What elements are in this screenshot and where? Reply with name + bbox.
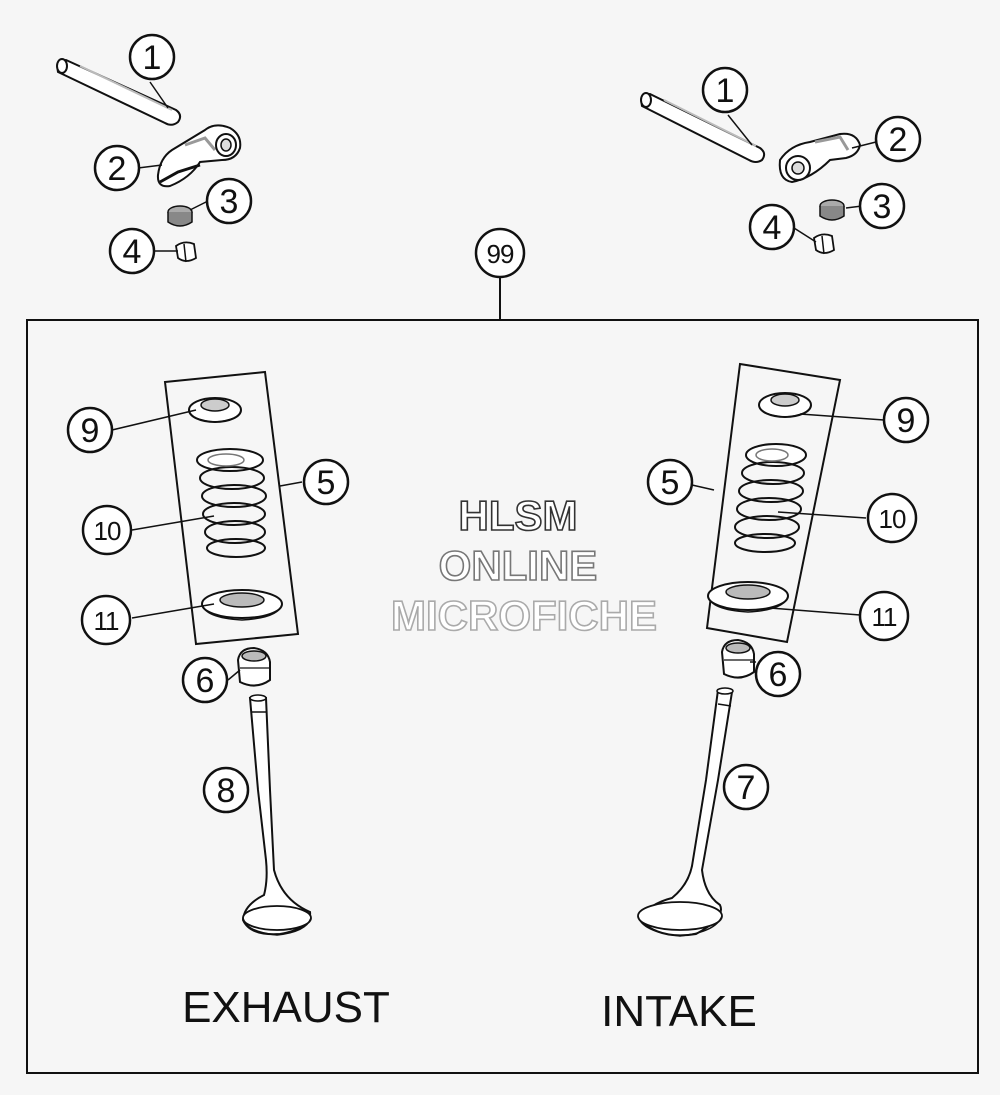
exhaust-rocker-shaft [56,58,182,126]
exhaust-spring-retainer [188,397,242,423]
svg-text:5: 5 [317,464,336,502]
svg-text:4: 4 [123,233,142,271]
exhaust-valve-spring [196,448,267,558]
svg-text:9: 9 [897,402,916,440]
svg-text:1: 1 [716,72,735,110]
intake-valve-cap [819,199,845,221]
svg-text:8: 8 [217,772,236,810]
intake-spring-kit-box [705,362,842,644]
callout-intake-3: 3 [858,182,906,230]
callout-intake-6: 6 [754,650,802,698]
intake-valve [637,687,734,937]
callout-assembly-99: 99 [474,227,526,279]
svg-text:11: 11 [94,606,120,636]
svg-text:3: 3 [873,188,892,226]
svg-text:1: 1 [143,39,162,77]
intake-spring-retainer [758,392,812,418]
exhaust-spring-seat [201,589,283,621]
callout-intake-9: 9 [882,396,930,444]
svg-text:9: 9 [81,412,100,450]
intake-stem-seal [720,638,755,679]
intake-valve-spring [734,443,807,553]
svg-text:3: 3 [220,183,239,221]
callout-exhaust-3: 3 [205,177,253,225]
callout-intake-7: 7 [722,763,770,811]
callout-exhaust-2: 2 [93,144,141,192]
svg-text:99: 99 [487,239,514,269]
callout-exhaust-9: 9 [66,406,114,454]
watermark: HLSM ONLINE MICROFICHE [390,491,658,640]
callout-exhaust-4: 4 [108,227,156,275]
watermark-line-1: HLSM [459,492,578,539]
exhaust-label: EXHAUST [182,983,390,1032]
exhaust-rocker-arm [156,124,242,188]
svg-text:6: 6 [769,656,788,694]
callout-exhaust-10: 10 [81,504,133,556]
svg-text:7: 7 [737,769,756,807]
callout-exhaust-5: 5 [302,458,350,506]
exhaust-stem-seal [236,646,271,687]
callout-intake-11: 11 [858,590,910,642]
callout-intake-5: 5 [646,458,694,506]
exhaust-valve [241,694,312,936]
intake-rocker-arm [778,132,862,184]
callout-intake-4: 4 [748,203,796,251]
svg-text:2: 2 [889,121,908,159]
intake-label: INTAKE [601,987,757,1036]
callout-exhaust-11: 11 [80,594,132,646]
svg-text:4: 4 [763,209,782,247]
callout-intake-1: 1 [701,66,749,114]
callout-exhaust-6: 6 [181,656,229,704]
exhaust-valve-keeper [175,241,197,263]
svg-text:10: 10 [879,504,906,534]
assembly-box [26,319,979,1074]
intake-spring-seat [707,581,789,613]
callout-intake-10: 10 [866,492,918,544]
watermark-line-3: MICROFICHE [391,592,657,639]
intake-rocker-shaft [640,92,766,163]
callout-exhaust-1: 1 [128,33,176,81]
callout-intake-2: 2 [874,115,922,163]
callout-exhaust-8: 8 [202,766,250,814]
svg-text:5: 5 [661,464,680,502]
exhaust-spring-kit-box [163,370,300,646]
intake-valve-keeper [813,233,835,255]
svg-text:2: 2 [108,150,127,188]
exhaust-valve-cap [167,205,193,227]
watermark-line-2: ONLINE [439,542,598,589]
svg-text:11: 11 [872,602,898,632]
svg-text:6: 6 [196,662,215,700]
svg-text:10: 10 [94,516,121,546]
